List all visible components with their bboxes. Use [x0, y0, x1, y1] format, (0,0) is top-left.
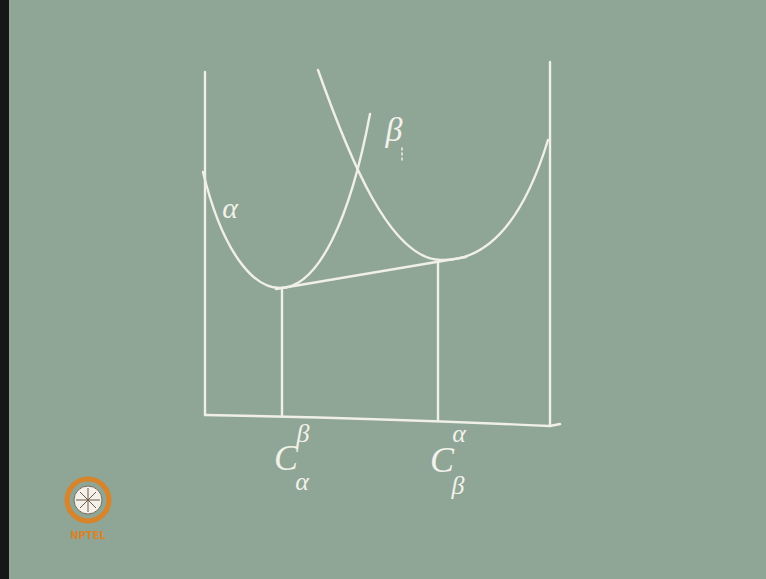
left-axis: [204, 72, 206, 415]
nptel-logo: [67, 479, 109, 521]
phase-label: α: [222, 193, 238, 223]
logo-text: NPTEL: [70, 531, 106, 541]
right-axis: [549, 62, 551, 426]
board-edge: [0, 0, 9, 579]
logo-core: [74, 486, 102, 514]
composition-symbol: C: [274, 440, 298, 476]
logo-ring: [67, 479, 109, 521]
composition-symbol: C: [430, 442, 454, 478]
phase-label: β: [386, 113, 403, 147]
superscript: β: [297, 421, 310, 447]
subscript: α: [295, 469, 309, 495]
chalk-mark: [401, 148, 403, 160]
tie-line: [437, 260, 439, 420]
beta-curve: [318, 70, 548, 260]
superscript: α: [452, 421, 466, 447]
subscript: β: [452, 473, 465, 499]
composition-axis: [205, 415, 560, 426]
tie-line: [281, 289, 283, 416]
